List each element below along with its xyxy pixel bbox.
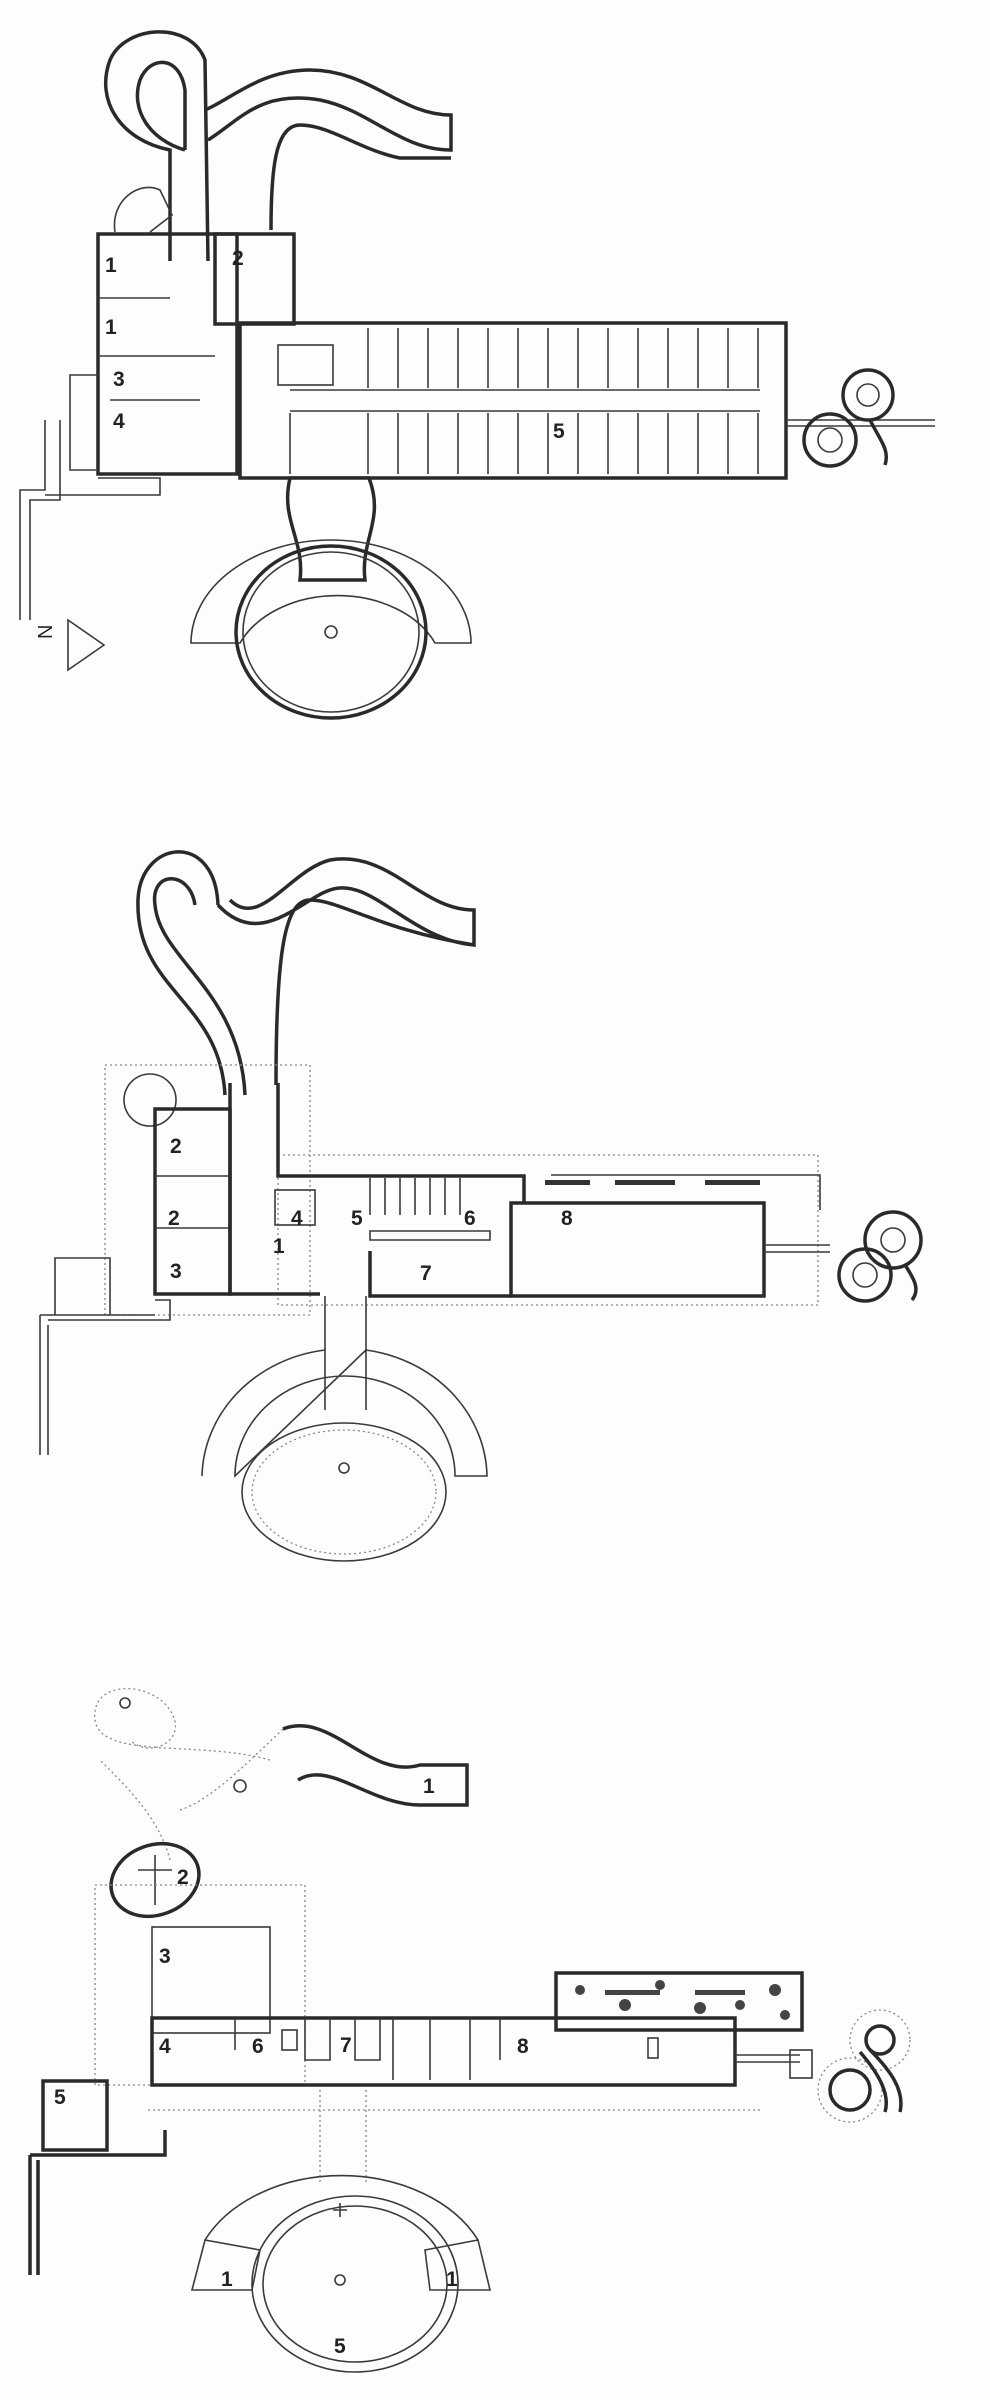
room-label: 5: [351, 1207, 363, 1230]
main-block: [150, 2016, 737, 2087]
garden-rocks: [575, 1980, 790, 2020]
room-label: 4: [113, 410, 125, 433]
spiral-ramp: [837, 1210, 923, 1303]
west-block: [153, 1107, 232, 1296]
garden-wall: [551, 1174, 821, 1210]
plan-ground-floor: 2 1 2 3 4 5 6 7 8: [39, 850, 923, 1562]
serpentine-ramp: [282, 1724, 469, 1807]
room-label: 2: [177, 1866, 189, 1889]
serpentine-outline: [94, 1688, 284, 1861]
entry-neck: [324, 1296, 367, 1410]
room-label: 1: [105, 316, 117, 339]
oval-pavilion: [109, 1841, 201, 1919]
room-label: 6: [464, 1207, 476, 1230]
plus-marker-icon: [333, 2203, 347, 2217]
west-block: [96, 232, 239, 476]
stair: [789, 2049, 813, 2079]
room-label: 6: [252, 2035, 264, 2058]
center-marker: [324, 625, 338, 639]
room-label: 7: [340, 2034, 352, 2057]
room-label: 5: [553, 420, 565, 443]
stair-pod: [113, 186, 174, 233]
room-label: 5: [334, 2335, 346, 2358]
north-arrow: N: [35, 618, 106, 672]
room-label: 1: [105, 254, 117, 277]
site-wall: [19, 374, 161, 620]
room-3: [151, 1926, 271, 2034]
room-label: 3: [170, 1260, 182, 1283]
room-label: 8: [517, 2035, 529, 2058]
room-label: 2: [232, 247, 244, 270]
room-partitions: [277, 328, 760, 474]
north-arrow-icon: [67, 618, 106, 672]
room-label: 7: [420, 1262, 432, 1285]
room-label: 1: [273, 1235, 285, 1258]
round-court: [241, 1422, 447, 1562]
toilet-block: [213, 232, 296, 326]
garden-court: [554, 1971, 804, 2032]
room-label: 5: [54, 2086, 66, 2109]
central-hall: [228, 1083, 526, 1296]
room-label: 1: [221, 2268, 233, 2291]
room-8: [509, 1201, 766, 1298]
room-partitions: [234, 2018, 501, 2080]
gallery-partitions: [274, 1178, 491, 1241]
plan-upper-floor: N 1 1 2 3 4 5: [19, 30, 935, 720]
room-label: 2: [170, 1135, 182, 1158]
serpentine-ramp: [104, 30, 453, 262]
spiral-ramp: [817, 2009, 911, 2123]
arc-wall: [201, 1349, 488, 1478]
room-label: 3: [113, 368, 125, 391]
room-label: 1: [446, 2268, 458, 2291]
round-court: [251, 2195, 459, 2373]
room-label: 4: [159, 2035, 171, 2058]
room-label: 8: [561, 1207, 573, 1230]
room-label: 1: [423, 1775, 435, 1798]
spiral-ramp: [802, 368, 895, 468]
upper-floor-outline: [94, 1884, 306, 2086]
entry-neck: [285, 476, 377, 582]
arc-wall: [190, 539, 472, 644]
center-marker: [338, 1462, 350, 1474]
room-label: 3: [159, 1945, 171, 1968]
room-label: 4: [291, 1207, 303, 1230]
plan-lower-floor: 1 2 3 4 5 6 7 8 1 1 5: [28, 1688, 911, 2373]
site-wall: [39, 1257, 171, 1455]
serpentine-ramp: [136, 850, 476, 1096]
room-wing: [238, 321, 788, 480]
room-label: 2: [168, 1207, 180, 1230]
spiral-stair: [123, 1073, 177, 1127]
site-wall: [28, 2079, 167, 2275]
center-marker: [334, 2274, 346, 2286]
round-court: [234, 544, 428, 720]
north-label: N: [35, 625, 57, 639]
